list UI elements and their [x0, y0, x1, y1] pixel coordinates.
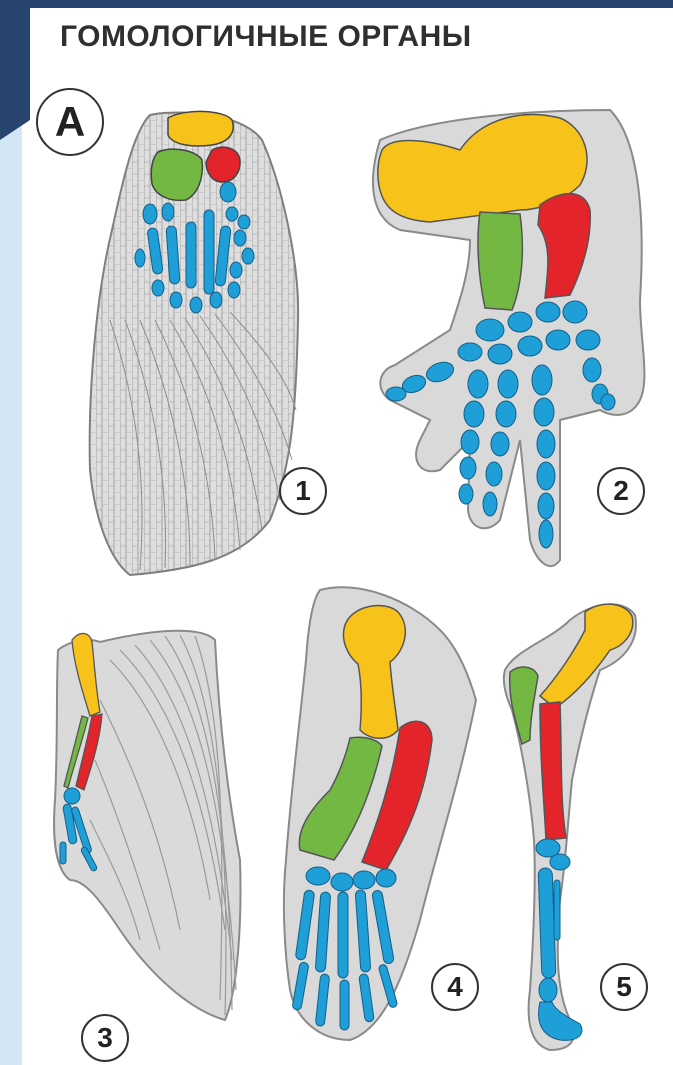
fin-humerus: [168, 111, 233, 146]
fin-radius: [206, 147, 240, 182]
figure-2-number: 2: [597, 467, 645, 515]
fin-ulna: [151, 149, 202, 200]
figure-3-number: 3: [81, 1014, 129, 1062]
amphibian-ulna: [478, 212, 522, 310]
figure-4-number: 4: [431, 963, 479, 1011]
figure-3-bird-wing: [54, 631, 240, 1020]
figure-1-fish-fin: [90, 111, 298, 575]
figure-1-number: 1: [279, 467, 327, 515]
figure-5-number: 5: [600, 963, 648, 1011]
